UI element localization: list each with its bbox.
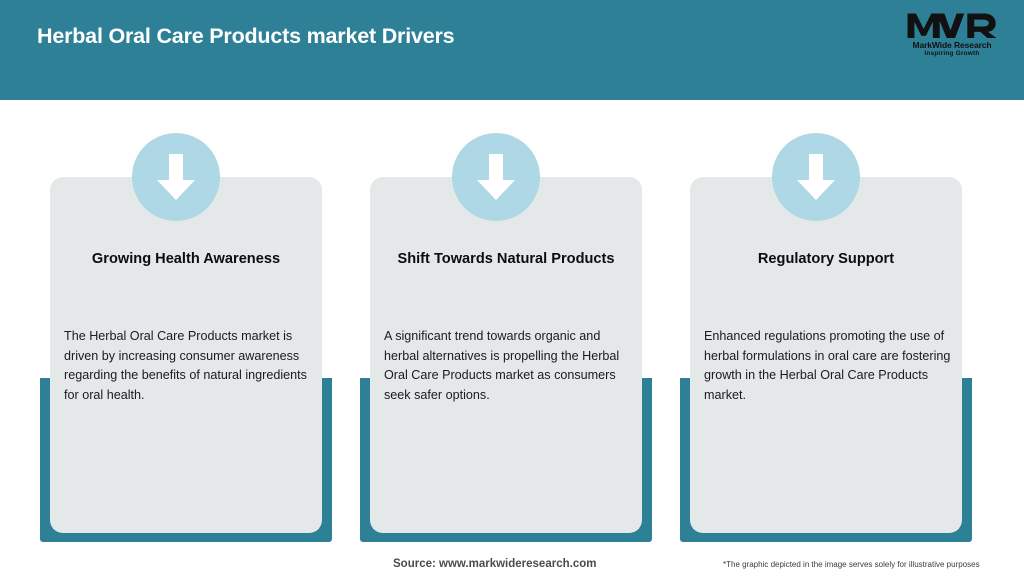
frame-right-bar: [319, 378, 332, 542]
page-title: Herbal Oral Care Products market Drivers: [37, 24, 455, 48]
driver-card-3: Regulatory Support Enhanced regulations …: [666, 100, 986, 542]
arrow-down-icon: [452, 133, 540, 221]
drivers-board: Growing Health Awareness The Herbal Oral…: [0, 100, 1024, 542]
mwr-logo-mark: [907, 13, 997, 39]
card-panel: Regulatory Support Enhanced regulations …: [690, 177, 962, 533]
card-title: Shift Towards Natural Products: [397, 251, 615, 267]
card-body-text: Enhanced regulations promoting the use o…: [704, 329, 951, 402]
disclaimer-label: *The graphic depicted in the image serve…: [723, 560, 980, 569]
driver-card-1: Growing Health Awareness The Herbal Oral…: [26, 100, 346, 542]
card-title: Regulatory Support: [757, 251, 895, 267]
card-title: Growing Health Awareness: [91, 251, 281, 267]
frame-left-bar: [360, 378, 373, 542]
arrow-down-glyph: [797, 154, 835, 200]
card-panel: Shift Towards Natural Products A signifi…: [370, 177, 642, 533]
card-panel: Growing Health Awareness The Herbal Oral…: [50, 177, 322, 533]
card-body-text: A significant trend towards organic and …: [384, 329, 620, 402]
logo-tagline: Inspiring Growth: [924, 50, 980, 57]
page-header: Herbal Oral Care Products market Drivers…: [0, 0, 1024, 100]
arrow-down-glyph: [157, 154, 195, 200]
frame-left-bar: [680, 378, 693, 542]
logo-company-name: MarkWide Research: [912, 40, 992, 50]
frame-left-bar: [40, 378, 53, 542]
arrow-down-icon: [132, 133, 220, 221]
driver-card-2: Shift Towards Natural Products A signifi…: [346, 100, 666, 542]
card-body-text: The Herbal Oral Care Products market is …: [64, 329, 307, 402]
source-label: Source: www.markwideresearch.com: [393, 558, 597, 570]
arrow-down-icon: [772, 133, 860, 221]
frame-right-bar: [959, 378, 972, 542]
arrow-down-glyph: [477, 154, 515, 200]
frame-right-bar: [639, 378, 652, 542]
brand-logo: MarkWide Research Inspiring Growth: [900, 10, 1004, 60]
